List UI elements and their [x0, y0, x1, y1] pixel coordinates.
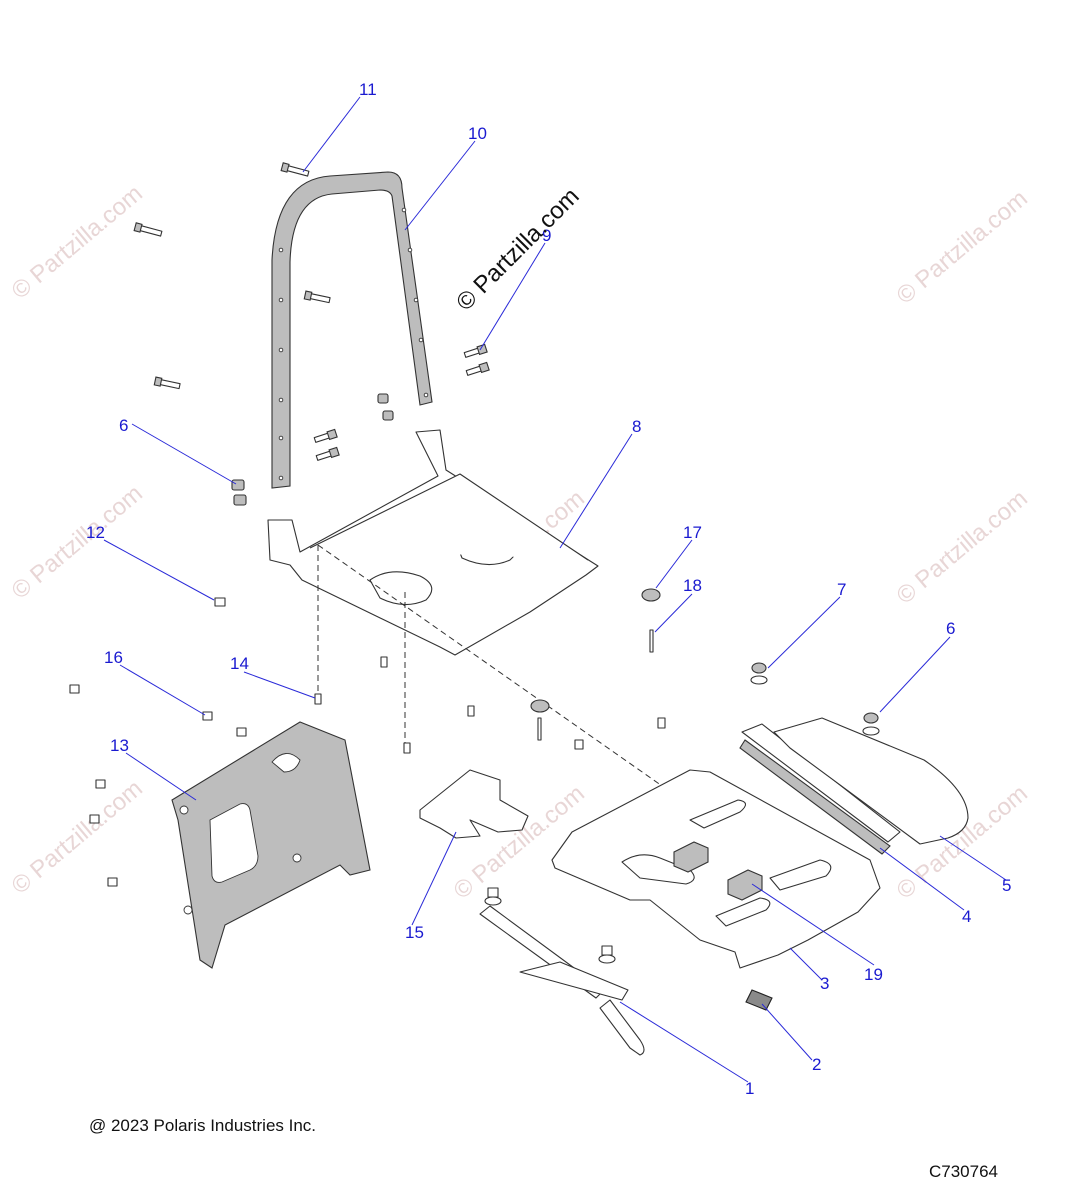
callout-4: 4	[962, 907, 971, 926]
callout-11: 11	[359, 80, 377, 99]
leader-lines	[103, 96, 1007, 1083]
callout-6-right: 6	[946, 619, 955, 638]
part-5-cover-plate	[773, 717, 969, 845]
callout-3: 3	[820, 974, 829, 993]
watermark-top-left: © Partzilla.com	[7, 180, 148, 305]
callout-14: 14	[230, 654, 249, 673]
callout-13: 13	[110, 736, 129, 755]
callout-1: 1	[745, 1079, 754, 1098]
callout-16: 16	[104, 648, 123, 667]
callout-19: 19	[864, 965, 883, 984]
callout-2: 2	[812, 1055, 821, 1074]
watermark-mid-right: © Partzilla.com	[892, 485, 1033, 610]
small-hardware	[69, 588, 880, 964]
diagram-id: C730764	[929, 1162, 998, 1181]
part-10-grab-bar	[271, 171, 433, 489]
part-15-bracket	[419, 769, 529, 839]
callout-7: 7	[837, 580, 846, 599]
callout-17: 17	[683, 523, 702, 542]
part-1-adjuster-rail	[479, 905, 645, 1056]
watermark-main: © Partzilla.com	[451, 183, 584, 316]
alignment-lines	[317, 544, 726, 831]
callout-12: 12	[86, 523, 105, 542]
part-3-seat-base	[551, 769, 881, 969]
part-13-side-plate	[171, 721, 371, 969]
watermark-top-right: © Partzilla.com	[892, 185, 1033, 310]
part-2-spring	[745, 989, 773, 1011]
copyright-text: @ 2023 Polaris Industries Inc.	[89, 1116, 316, 1135]
callout-15: 15	[405, 923, 424, 942]
callout-8: 8	[632, 417, 641, 436]
callout-10: 10	[468, 124, 487, 143]
callout-18: 18	[683, 576, 702, 595]
callout-9: 9	[542, 226, 551, 245]
callout-5: 5	[1002, 876, 1011, 895]
part-4-slide-rail	[739, 723, 901, 855]
callout-numbers: 11 10 9 6 8 12 17 18 7 6 16 14 13 15 5 4…	[86, 80, 1011, 1098]
bolts-grab-bar	[133, 162, 490, 506]
watermark-low-left: © Partzilla.com	[7, 775, 148, 900]
watermark-mid-left: © Partzilla.com	[7, 480, 148, 605]
callout-6-left: 6	[119, 416, 128, 435]
part-8-seat-frame	[267, 429, 599, 656]
